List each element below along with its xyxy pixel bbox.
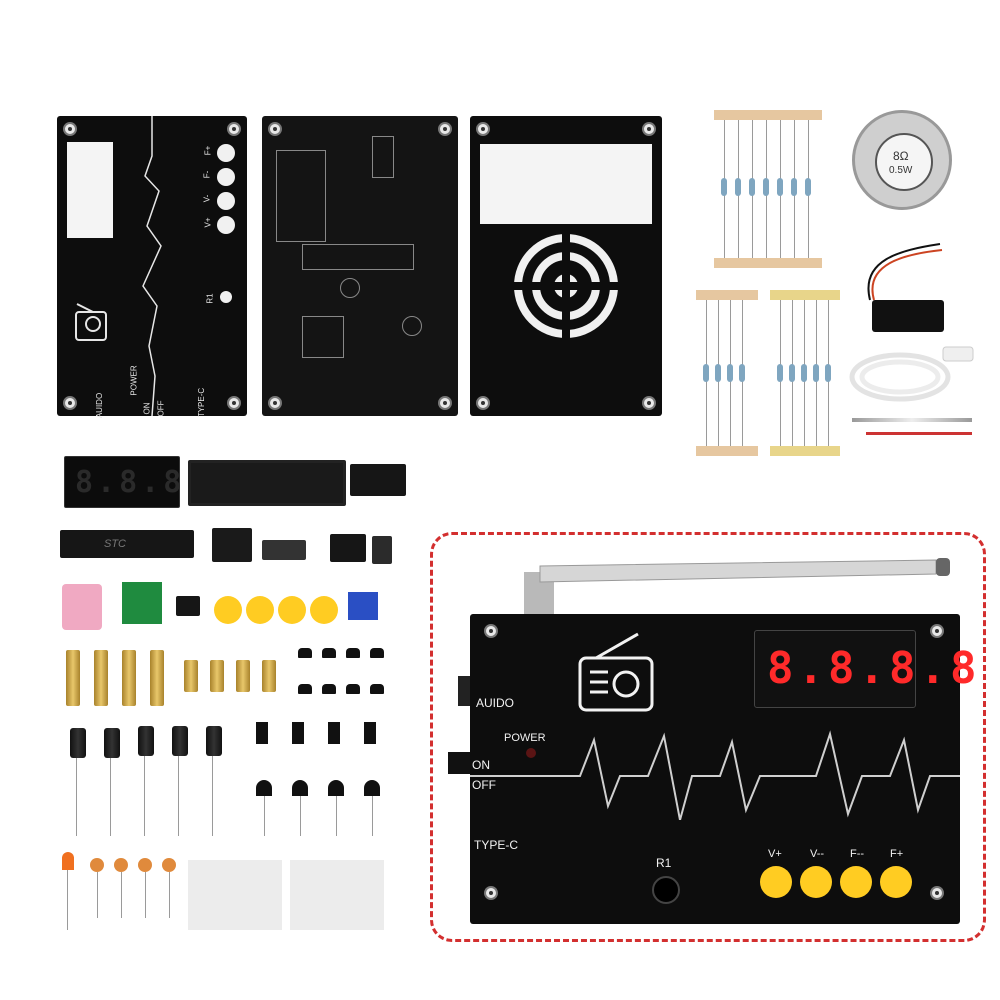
label-v-minus: V-- <box>810 848 825 860</box>
ic-chip-small <box>350 464 406 496</box>
button-hole <box>217 168 235 186</box>
panel-label-audio: AUIDO <box>95 392 105 419</box>
mount-hole <box>63 396 77 410</box>
mount-hole <box>268 122 282 136</box>
button-hole <box>217 216 235 234</box>
mount-hole <box>642 396 656 410</box>
button-cap <box>278 596 306 624</box>
label-v-plus: V+ <box>768 848 782 860</box>
label-power: POWER <box>504 732 546 744</box>
antenna-part <box>852 418 972 422</box>
volume-down-button[interactable] <box>800 866 832 898</box>
r1-knob[interactable] <box>652 876 680 904</box>
heartbeat-line <box>142 116 162 416</box>
mcu-chip: STC <box>60 530 194 558</box>
assembled-highlight-frame <box>430 532 986 942</box>
mount-hole <box>476 122 490 136</box>
usb-cable-icon <box>849 346 974 402</box>
cap-footprint <box>340 278 360 298</box>
volume-up-button[interactable] <box>760 866 792 898</box>
display-window <box>480 144 652 224</box>
panel-label-off: OFF <box>156 400 166 417</box>
display-window <box>67 142 113 238</box>
display-footprint <box>276 150 326 242</box>
heartbeat-line <box>470 730 960 820</box>
radio-logo-icon <box>75 303 107 341</box>
label-audio: AUIDO <box>476 696 515 710</box>
slide-switch <box>262 540 306 560</box>
frequency-down-button[interactable] <box>840 866 872 898</box>
adhesive-pad <box>188 860 282 930</box>
pink-audio-jack <box>62 584 102 630</box>
panel-label-v-minus: V- <box>202 194 212 203</box>
button-cap <box>246 596 274 624</box>
screw-hole <box>930 886 944 900</box>
module-footprint <box>302 316 344 358</box>
panel-label-f-plus: F+ <box>203 145 213 156</box>
ic-socket-28 <box>188 460 346 506</box>
wire-part <box>866 432 972 435</box>
battery-wire-icon <box>867 243 943 301</box>
frequency-digits: 8.8.8.8 <box>767 643 981 694</box>
telescopic-antenna-icon <box>524 558 950 622</box>
label-on: ON <box>472 758 490 772</box>
ic-footprint <box>372 136 394 178</box>
mount-hole <box>227 396 241 410</box>
button-cap <box>214 596 242 624</box>
battery-holder <box>872 300 944 332</box>
adhesive-pad <box>290 860 384 930</box>
panel-label-on: ON <box>142 402 152 415</box>
mount-hole <box>642 122 656 136</box>
frequency-up-button[interactable] <box>880 866 912 898</box>
mount-hole <box>227 122 241 136</box>
cap-footprint <box>402 316 422 336</box>
screw-hole <box>484 624 498 638</box>
button-hole <box>217 144 235 162</box>
mcu-marking: STC <box>104 538 126 550</box>
potentiometer <box>348 592 378 620</box>
assembled-radio-front: 8.8.8.8 AUIDO POWER ON OFF TYPE-C R1 V+ … <box>470 614 976 924</box>
front-panel-board: R1 POWER AUIDO ON OFF TYPE-C F+ F- V- V+ <box>57 116 247 419</box>
audio-jack <box>372 536 392 564</box>
ic-8pin <box>330 534 366 562</box>
panel-label-typec: TYPE-C <box>197 387 207 418</box>
button-cap <box>310 596 338 624</box>
back-panel-board <box>470 116 662 416</box>
mcu-footprint <box>302 244 414 270</box>
mount-hole <box>268 396 282 410</box>
speaker-label-ohms: 8Ω <box>893 149 909 163</box>
screw-hole <box>484 886 498 900</box>
screw-hole <box>930 624 944 638</box>
label-f-minus: F-- <box>850 848 865 860</box>
power-switch[interactable] <box>448 752 470 774</box>
mount-hole <box>438 122 452 136</box>
main-pcb <box>262 116 458 416</box>
fm-module <box>122 582 162 624</box>
ic-socket-8 <box>212 528 252 562</box>
speaker-grille-icon <box>514 234 618 338</box>
panel-label-power: POWER <box>129 365 139 396</box>
mount-hole <box>63 122 77 136</box>
panel-label-f-minus: F- <box>202 170 212 179</box>
panel-label-v-plus: V+ <box>203 217 213 228</box>
panel-label-r1: R1 <box>205 293 215 304</box>
audio-jack-side <box>458 676 470 706</box>
regulator <box>176 596 200 616</box>
speaker-label-watt: 0.5W <box>889 165 913 176</box>
button-hole <box>217 192 235 210</box>
frequency-display: 8.8.8.8 <box>754 630 976 708</box>
seven-seg-display: 8.8.8.8 <box>64 456 225 508</box>
radio-logo-icon <box>578 632 654 712</box>
label-r1: R1 <box>656 856 672 870</box>
r1-hole <box>220 291 232 303</box>
power-led <box>526 748 536 758</box>
label-typec: TYPE-C <box>474 838 519 852</box>
label-f-plus: F+ <box>890 848 904 860</box>
mount-hole <box>476 396 490 410</box>
mount-hole <box>438 396 452 410</box>
speaker: 8Ω 0.5W <box>852 110 952 210</box>
label-off: OFF <box>472 778 496 792</box>
